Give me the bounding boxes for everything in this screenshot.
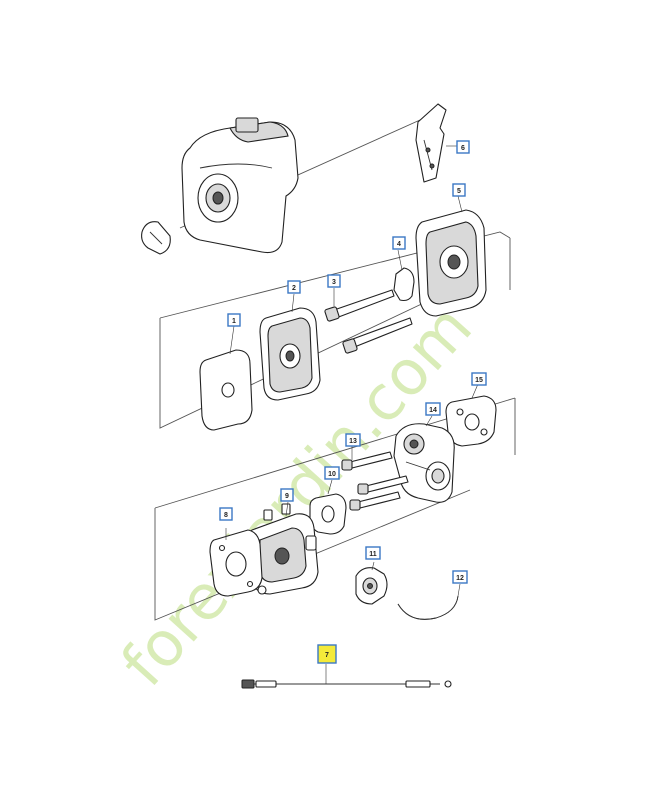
gasket-part-10 [309,479,347,535]
carburetor-part-9 [247,501,319,595]
callout-6: 6 [456,140,470,154]
callout-10: 10 [324,466,340,480]
callout-label: 3 [332,279,336,286]
callout-label: 6 [461,145,465,152]
foam-filter-part-1 [199,325,253,431]
callout-label: 5 [457,188,461,195]
callout-2: 2 [287,280,301,294]
callout-label: 14 [429,407,437,414]
callout-14: 14 [425,402,441,416]
callout-label: 13 [349,438,357,445]
screws-part-13 [341,446,409,511]
callout-9: 9 [280,488,294,502]
callout-label: 15 [475,377,483,384]
throttle-cable-part-7 [241,664,452,689]
callout-label: 10 [328,471,336,478]
gasket-part-8 [209,528,263,597]
callout-13: 13 [345,433,361,447]
callout-1: 1 [227,313,241,327]
intake-adapter-part-14 [393,415,455,503]
callout-15: 15 [471,372,487,386]
callout-3: 3 [327,274,341,288]
callout-label: 8 [224,512,228,519]
air-filter-cover [181,117,299,254]
callout-7: 7 [317,644,337,664]
filter-element-part-2 [259,293,321,401]
gasket-part-15 [445,383,497,447]
callout-label: 12 [456,575,464,582]
callout-label: 2 [292,285,296,292]
callout-5: 5 [452,183,466,197]
callout-label: 9 [285,493,289,500]
callout-label: 11 [369,551,377,558]
bracket-part [415,103,458,183]
callout-12: 12 [452,570,468,584]
primer-bulb-part-11 [355,561,388,605]
callout-4: 4 [392,236,406,250]
gasket-part-4 [393,249,415,302]
callout-8: 8 [219,507,233,521]
callout-label: 4 [397,241,401,248]
callout-11: 11 [365,546,381,560]
filter-holder-plate [415,195,487,317]
callout-label: 1 [232,318,236,325]
callout-label: 7 [325,652,329,659]
fuel-hose-part-12 [397,583,461,620]
cover-knob [141,221,171,255]
screws-part-3 [324,288,413,354]
